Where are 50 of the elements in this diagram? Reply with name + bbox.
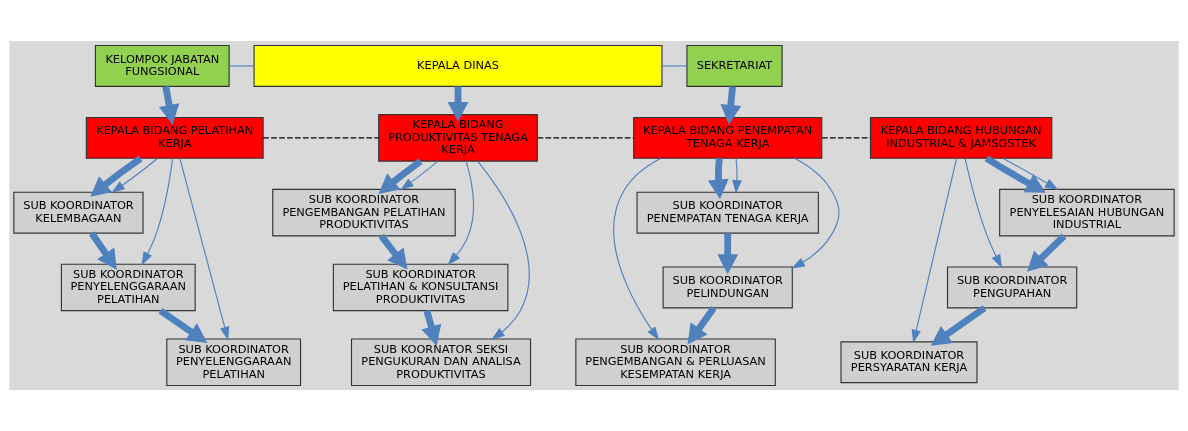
arrow [707,158,729,200]
connector [537,137,634,139]
arrow [400,160,439,191]
arrow [158,85,180,125]
arrow [378,233,408,270]
arrow [732,157,742,194]
node-box: KEPALA BIDANG PRODUKTIVITAS TENAGA KERJA [378,114,538,162]
node-box: SUB KOORDINATOR PENYELENGGARAAN PELATIHAN [166,338,302,387]
connector [821,137,871,139]
node-box: SEKRETARIAT [686,44,783,87]
node-box: KEPALA BIDANG HUBUNGAN INDUSTRIAL & JAMSOSTEK [869,116,1053,159]
arrow [720,86,742,125]
arrow [984,155,1046,193]
node-box: SUB KOORDINATOR PENEMPATAN TENAGA KERJA [636,191,819,234]
arrow [378,158,423,194]
connector [228,65,255,67]
arrow [141,157,174,266]
node-box: SUB KOORNATOR SEKSI PENGUKURAN DAN ANALISA PRODUKTIVITAS [350,338,532,387]
arrow [179,157,230,341]
node-box: SUB KOORDINATOR PENYELENGGARAAN PELATIHAN [60,263,196,312]
arrow [477,161,530,340]
arrow [964,157,1002,269]
arrow [1027,233,1067,272]
connector [262,137,380,139]
arrow [930,305,987,346]
arrow [911,157,958,344]
arrow [90,155,143,197]
node-box: SUB KOORDINATOR PENYELESAIAN HUBUNGAN INDUSTRIAL [999,188,1175,237]
node-box: SUB KOORDINATOR PENGUPAHAN [946,266,1078,309]
arrow [791,157,840,269]
node-box: KEPALA DINAS [253,44,663,87]
node-box: SUB KOORDINATOR KELEMBAGAAN [13,191,144,234]
arrow [111,157,158,194]
node-box: KELOMPOK JABATAN FUNGSIONAL [94,44,230,87]
connector [661,65,687,67]
node-box: KEPALA BIDANG PELATIHAN KERJA [85,116,264,159]
arrow [687,306,717,345]
node-box: SUB KOORDINATOR PENGEMBANGAN & PERLUASAN KESEMPATAN KERJA [575,338,776,387]
arrow [1002,157,1059,191]
node-box: SUB KOORDINATOR PELINDUNGAN [662,266,793,309]
arrow [447,160,474,266]
node-box: KEPALA BIDANG PENEMPATAN TENAGA KERJA [633,116,823,159]
arrow [89,231,117,270]
node-box: SUB KOORDINATOR PERSYARATAN KERJA [840,341,978,384]
arrow [421,309,442,346]
node-box: SUB KOORDINATOR PELATIHAN & KONSULTANSI PRODUKTIVITAS [332,263,509,312]
arrow [717,233,739,275]
node-box: SUB KOORDINATOR PENGEMBANGAN PELATIHAN PRODUKTIVITAS [272,188,456,237]
arrow [447,86,469,122]
arrow [613,157,662,341]
